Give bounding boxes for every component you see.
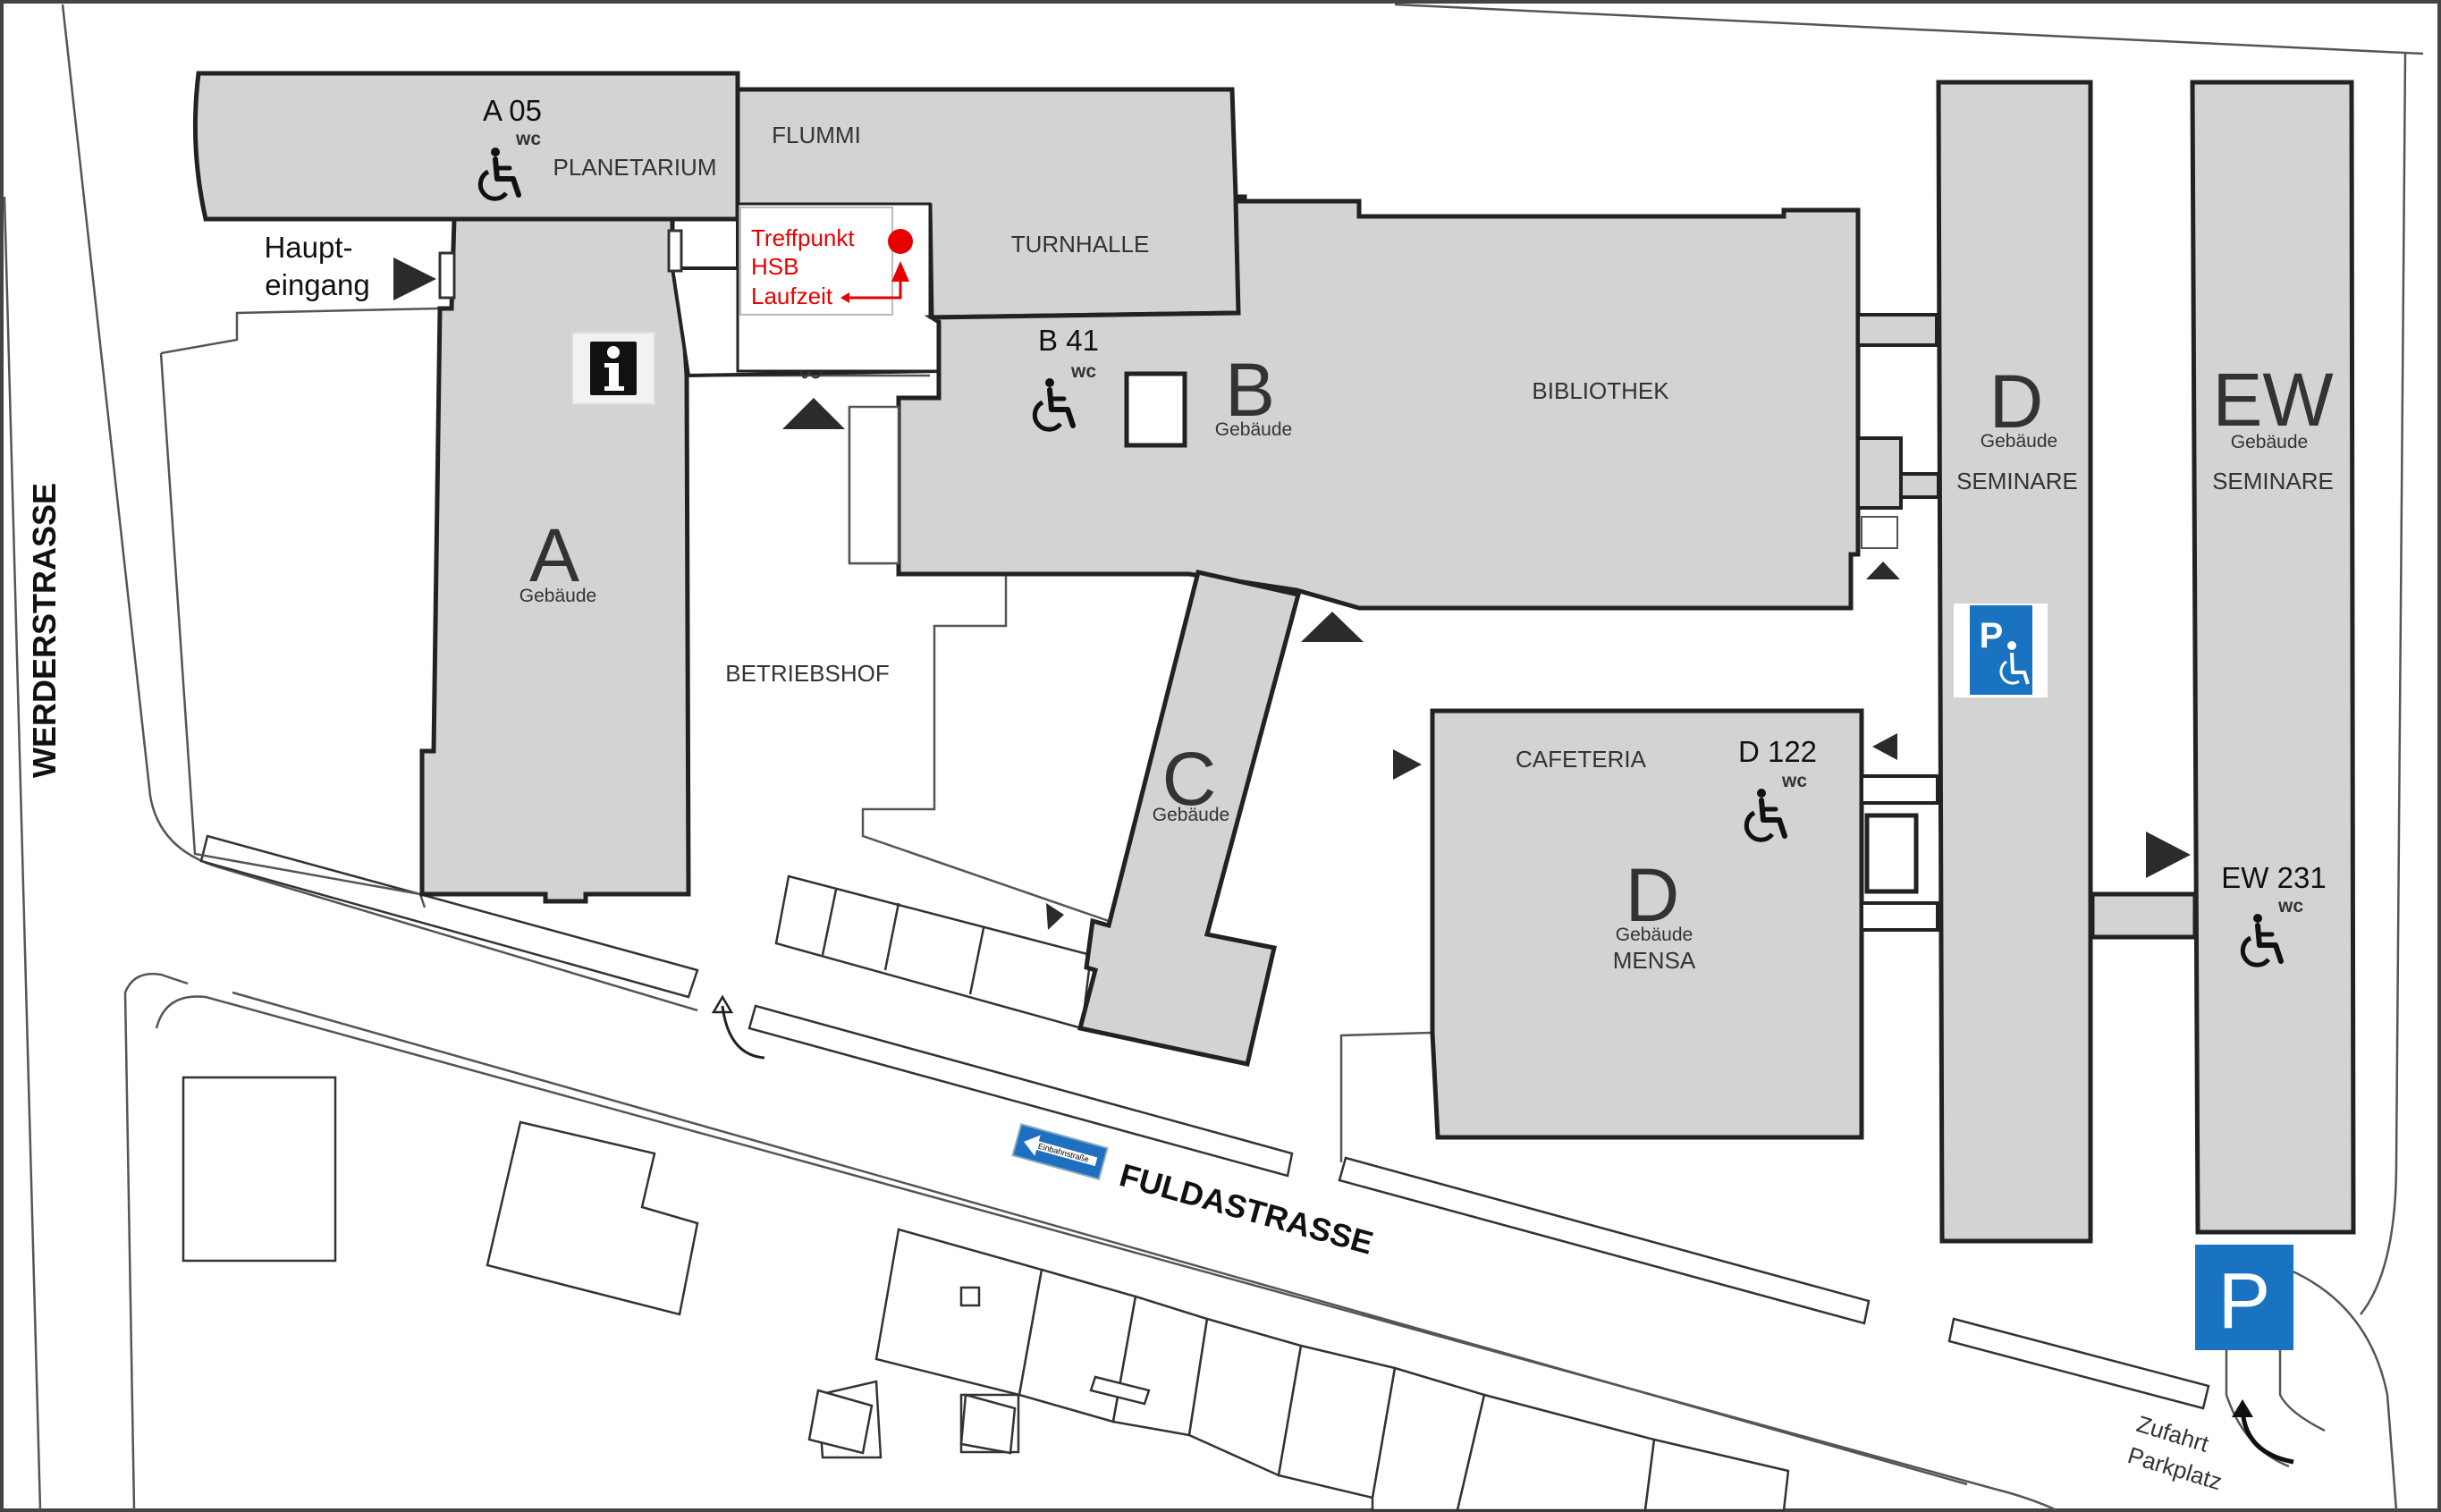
area-flummi: FLUMMI: [772, 122, 861, 148]
building-c-label: Gebäude: [1153, 805, 1229, 825]
building-d-mensa-name: MENSA: [1613, 947, 1696, 974]
room-b41: B 41: [1038, 324, 1099, 357]
meeting-point-line1: Treffpunkt: [751, 224, 855, 251]
building-c[interactable]: [1077, 570, 1302, 1067]
wc-label-ew231: wc: [2277, 896, 2303, 916]
entrance-arrow-mensa-west: [1393, 749, 1422, 780]
area-turnhalle: TURNHALLE: [1011, 231, 1150, 258]
room-a05: A 05: [483, 94, 542, 127]
room-ew231: EW 231: [2221, 861, 2326, 894]
entrance-arrow-c: [1046, 903, 1064, 930]
area-bibliothek: BIBLIOTHEK: [1532, 377, 1669, 404]
building-d-mensa-letter: D: [1626, 853, 1680, 937]
area-cafeteria: CAFETERIA: [1516, 746, 1647, 773]
building-planetarium[interactable]: [192, 71, 740, 222]
access-arrow-parking: [2232, 1399, 2294, 1465]
parking-icon[interactable]: P: [2195, 1245, 2293, 1350]
wc-label-b41: wc: [1070, 361, 1096, 382]
meeting-point-line3: Laufzeit: [751, 283, 833, 309]
disabled-parking-icon: P: [1954, 604, 2048, 697]
building-a-label: Gebäude: [519, 586, 596, 606]
entrance-arrow-b-east: [1866, 562, 1900, 579]
building-ew-name: SEMINARE: [2212, 468, 2334, 494]
building-ew[interactable]: [2190, 80, 2356, 1235]
houses: [182, 1076, 1790, 1512]
main-entrance-line2: eingang: [265, 268, 369, 301]
street-werderstrasse: WERDERSTRASSE: [26, 483, 63, 778]
building-ew-label: Gebäude: [2231, 432, 2308, 452]
building-c-letter: C: [1162, 737, 1217, 821]
room-d122: D 122: [1738, 735, 1817, 768]
building-ew-letter: EW: [2212, 358, 2333, 442]
svg-text:P: P: [1980, 616, 2004, 655]
building-d-seminare-letter: D: [1989, 359, 2044, 443]
meeting-point-line2: HSB: [751, 253, 798, 280]
building-d-mensa[interactable]: [1430, 708, 1864, 1140]
building-d-seminare-label: Gebäude: [1981, 431, 2057, 452]
building-b-label: Gebäude: [1215, 419, 1292, 440]
building-a-letter: A: [529, 513, 579, 597]
main-entrance-line1: Haupt-: [264, 231, 352, 264]
access-arrow-fulda: [711, 994, 765, 1060]
building-d-mensa-label: Gebäude: [1616, 925, 1693, 945]
area-planetarium: PLANETARIUM: [553, 154, 717, 181]
info-icon: [571, 332, 655, 405]
entrance-arrow-b-south: [1301, 612, 1364, 642]
entrance-arrow-mensa-east: [1872, 733, 1897, 760]
building-b[interactable]: [896, 199, 1861, 611]
meeting-point-marker[interactable]: [888, 229, 913, 254]
entrance-arrow-ew: [2146, 832, 2191, 878]
area-betriebshof: BETRIEBSHOF: [725, 660, 889, 687]
wc-label-d122: wc: [1781, 771, 1807, 791]
one-way-sign: Einbahnstraße: [1011, 1123, 1109, 1181]
entrance-arrow-b-west: [782, 398, 845, 429]
main-entrance-arrow: [393, 258, 436, 300]
building-b-letter: B: [1225, 348, 1275, 432]
svg-text:P: P: [2218, 1256, 2271, 1345]
wc-label-a05: wc: [515, 129, 541, 149]
building-d-seminare-name: SEMINARE: [1956, 468, 2078, 494]
